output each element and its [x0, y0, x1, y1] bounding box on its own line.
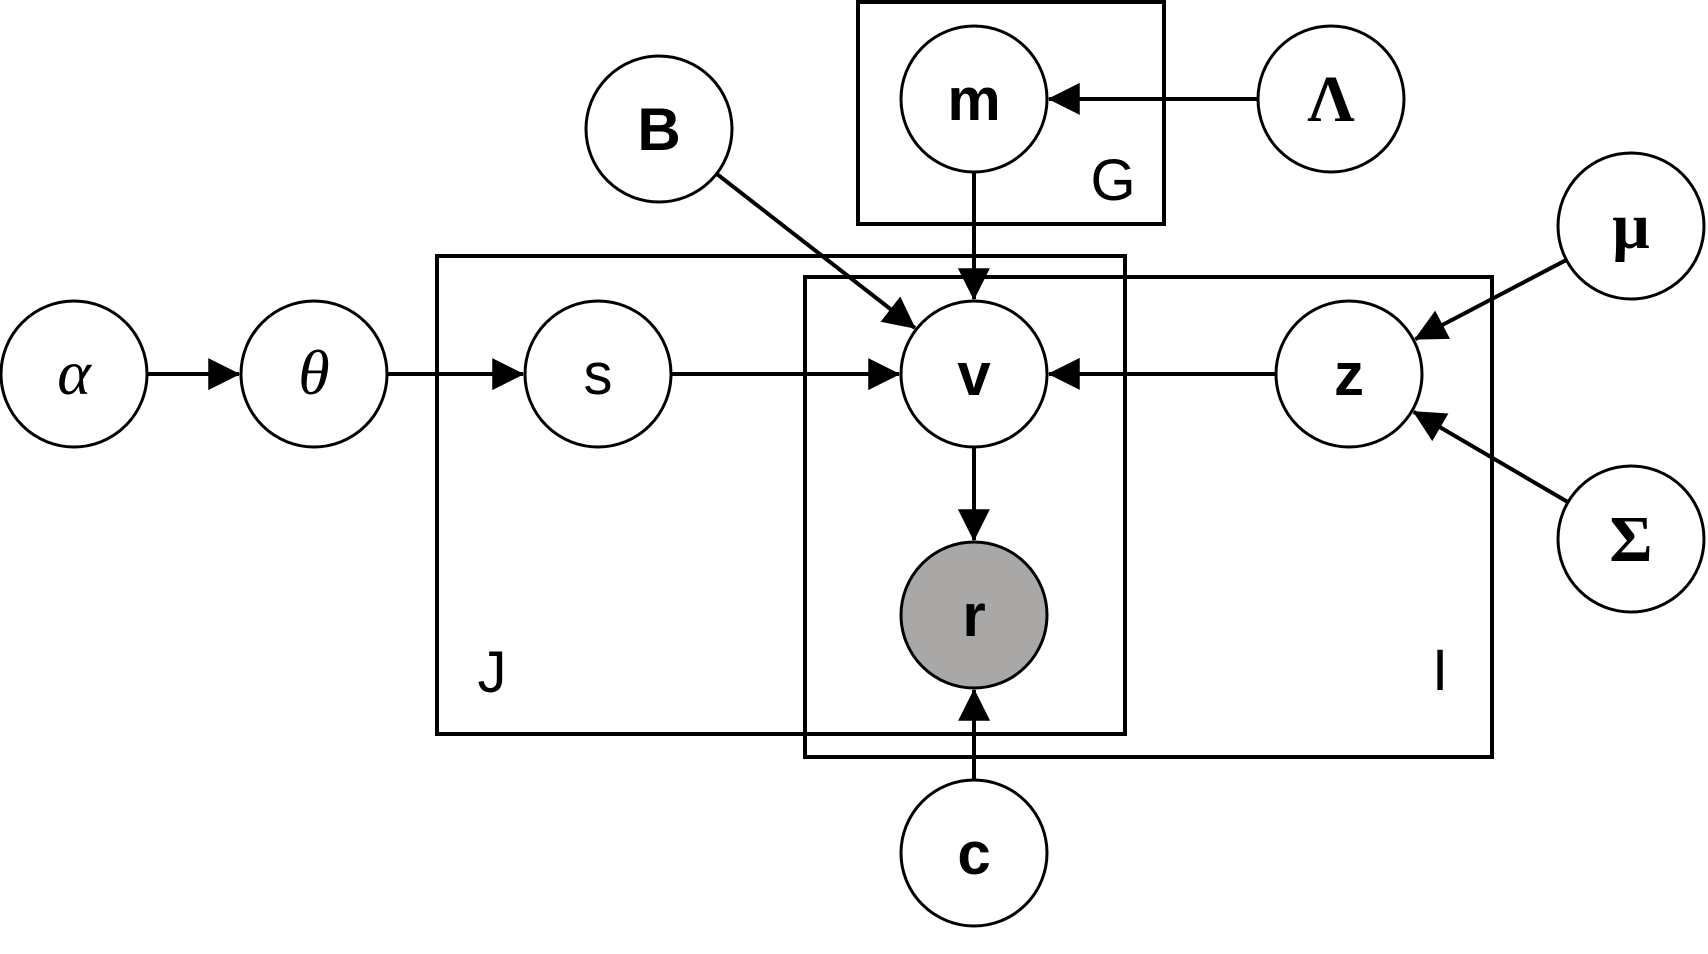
node-v-circle: [899, 299, 1049, 449]
node-r-circle: [899, 540, 1049, 690]
edge-B-to-v: [715, 172, 917, 330]
plate-I: I: [803, 275, 1494, 759]
plate-J-label: J: [478, 640, 507, 705]
node-m: m: [899, 24, 1049, 174]
node-v: v: [899, 299, 1049, 449]
plate-G-border: [856, 0, 1166, 226]
node-z-label: z: [1334, 341, 1364, 408]
node-B-circle: [584, 54, 734, 204]
edge-Sigma-to-z: [1412, 410, 1570, 504]
node-v-label: v: [957, 341, 991, 408]
node-s-label: s: [584, 342, 613, 407]
node-c: c: [899, 778, 1049, 928]
node-m-circle: [899, 24, 1049, 174]
node-m-label: m: [947, 66, 1000, 133]
edge-mu-to-z: [1414, 258, 1568, 341]
plate-I-label: I: [1432, 638, 1448, 703]
node-B-label: B: [637, 96, 680, 163]
node-z-circle: [1274, 299, 1424, 449]
node-alpha-circle: [0, 299, 149, 449]
node-alpha: α: [0, 299, 149, 449]
node-alpha-label: α: [57, 337, 92, 408]
node-Lambda-circle: [1256, 24, 1406, 174]
node-theta-label: θ: [298, 337, 329, 408]
plates-layer: G J I: [435, 0, 1494, 759]
node-Lambda-label: Λ: [1307, 63, 1354, 136]
node-c-circle: [899, 778, 1049, 928]
node-s: s: [523, 299, 673, 449]
edges-layer: [147, 82, 1570, 780]
node-z: z: [1274, 299, 1424, 449]
plate-G-label: G: [1090, 148, 1135, 213]
node-Sigma-label: Σ: [1609, 503, 1652, 576]
node-s-circle: [523, 299, 673, 449]
plate-J: J: [435, 254, 1127, 736]
node-Lambda: Λ: [1256, 24, 1406, 174]
node-mu-circle: [1556, 151, 1706, 301]
node-mu: μ: [1556, 151, 1706, 301]
plate-I-border: [803, 275, 1494, 759]
node-r: r: [899, 540, 1049, 690]
node-r-label: r: [962, 582, 985, 649]
node-theta: θ: [239, 299, 389, 449]
node-theta-circle: [239, 299, 389, 449]
node-Sigma-circle: [1556, 464, 1706, 614]
plate-G: G: [856, 0, 1166, 226]
node-mu-label: μ: [1612, 190, 1649, 263]
node-c-label: c: [957, 820, 990, 887]
node-B: B: [584, 54, 734, 204]
plate-J-border: [435, 254, 1127, 736]
node-Sigma: Σ: [1556, 464, 1706, 614]
